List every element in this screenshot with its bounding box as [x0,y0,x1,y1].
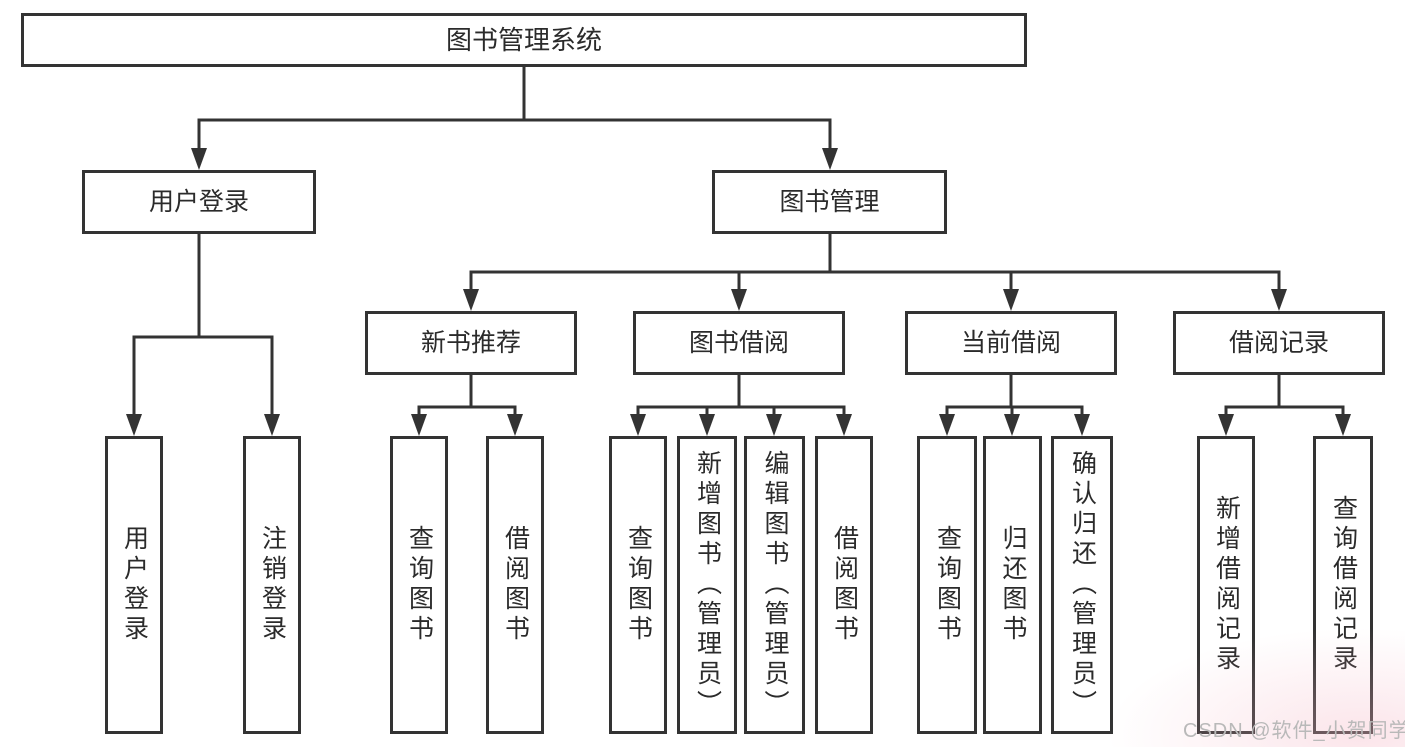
leaf-return-book: 归还图书 [983,436,1042,734]
leaf-edit-book-admin: 编辑图书（管理员） [744,436,805,734]
node-book-management: 图书管理 [712,170,947,234]
node-current-borrow: 当前借阅 [905,311,1117,375]
leaf-borrow-books-label: 借阅图书 [830,525,859,645]
leaf-edit-book-admin-label: 编辑图书（管理员） [761,450,789,720]
leaf-user-login-label: 用户登录 [120,525,149,645]
leaf-add-book-admin-label: 新增图书（管理员） [693,450,722,720]
node-book-borrow-label: 图书借阅 [688,328,789,357]
node-borrow-records-label: 借阅记录 [1228,328,1329,357]
node-system-root-label: 图书管理系统 [445,25,602,55]
node-new-book-recommend: 新书推荐 [365,311,577,375]
node-current-borrow-label: 当前借阅 [960,328,1061,357]
node-borrow-records: 借阅记录 [1173,311,1385,375]
leaf-recommend-borrow-books: 借阅图书 [486,436,544,734]
leaf-current-query-books-label: 查询图书 [933,525,962,645]
csdn-watermark: CSDN @软件_小贺同学 [1183,720,1405,742]
leaf-current-query-books: 查询图书 [917,436,977,734]
leaf-return-book-label: 归还图书 [999,525,1027,645]
leaf-recommend-borrow-books-label: 借阅图书 [501,525,530,645]
leaf-query-borrow-record: 查询借阅记录 [1313,436,1373,734]
leaf-user-login: 用户登录 [105,436,163,734]
leaf-logout: 注销登录 [243,436,301,734]
node-system-root: 图书管理系统 [21,13,1027,67]
leaf-borrow-query-books-label: 查询图书 [624,525,653,645]
leaf-recommend-query-books-label: 查询图书 [405,525,434,645]
leaf-borrow-query-books: 查询图书 [609,436,667,734]
leaf-add-borrow-record-label: 新增借阅记录 [1212,495,1241,675]
leaf-logout-label: 注销登录 [258,525,287,645]
leaf-borrow-books: 借阅图书 [815,436,873,734]
leaf-add-book-admin: 新增图书（管理员） [677,436,737,734]
node-book-borrow: 图书借阅 [633,311,845,375]
leaf-recommend-query-books: 查询图书 [390,436,448,734]
leaf-confirm-return-admin: 确认归还（管理员） [1051,436,1113,734]
node-user-login-label: 用户登录 [148,187,249,216]
leaf-add-borrow-record: 新增借阅记录 [1197,436,1255,734]
node-book-management-label: 图书管理 [779,187,880,216]
leaf-query-borrow-record-label: 查询借阅记录 [1329,495,1358,675]
node-user-login: 用户登录 [82,170,316,234]
leaf-confirm-return-admin-label: 确认归还（管理员） [1068,450,1097,720]
node-new-book-recommend-label: 新书推荐 [420,328,521,357]
